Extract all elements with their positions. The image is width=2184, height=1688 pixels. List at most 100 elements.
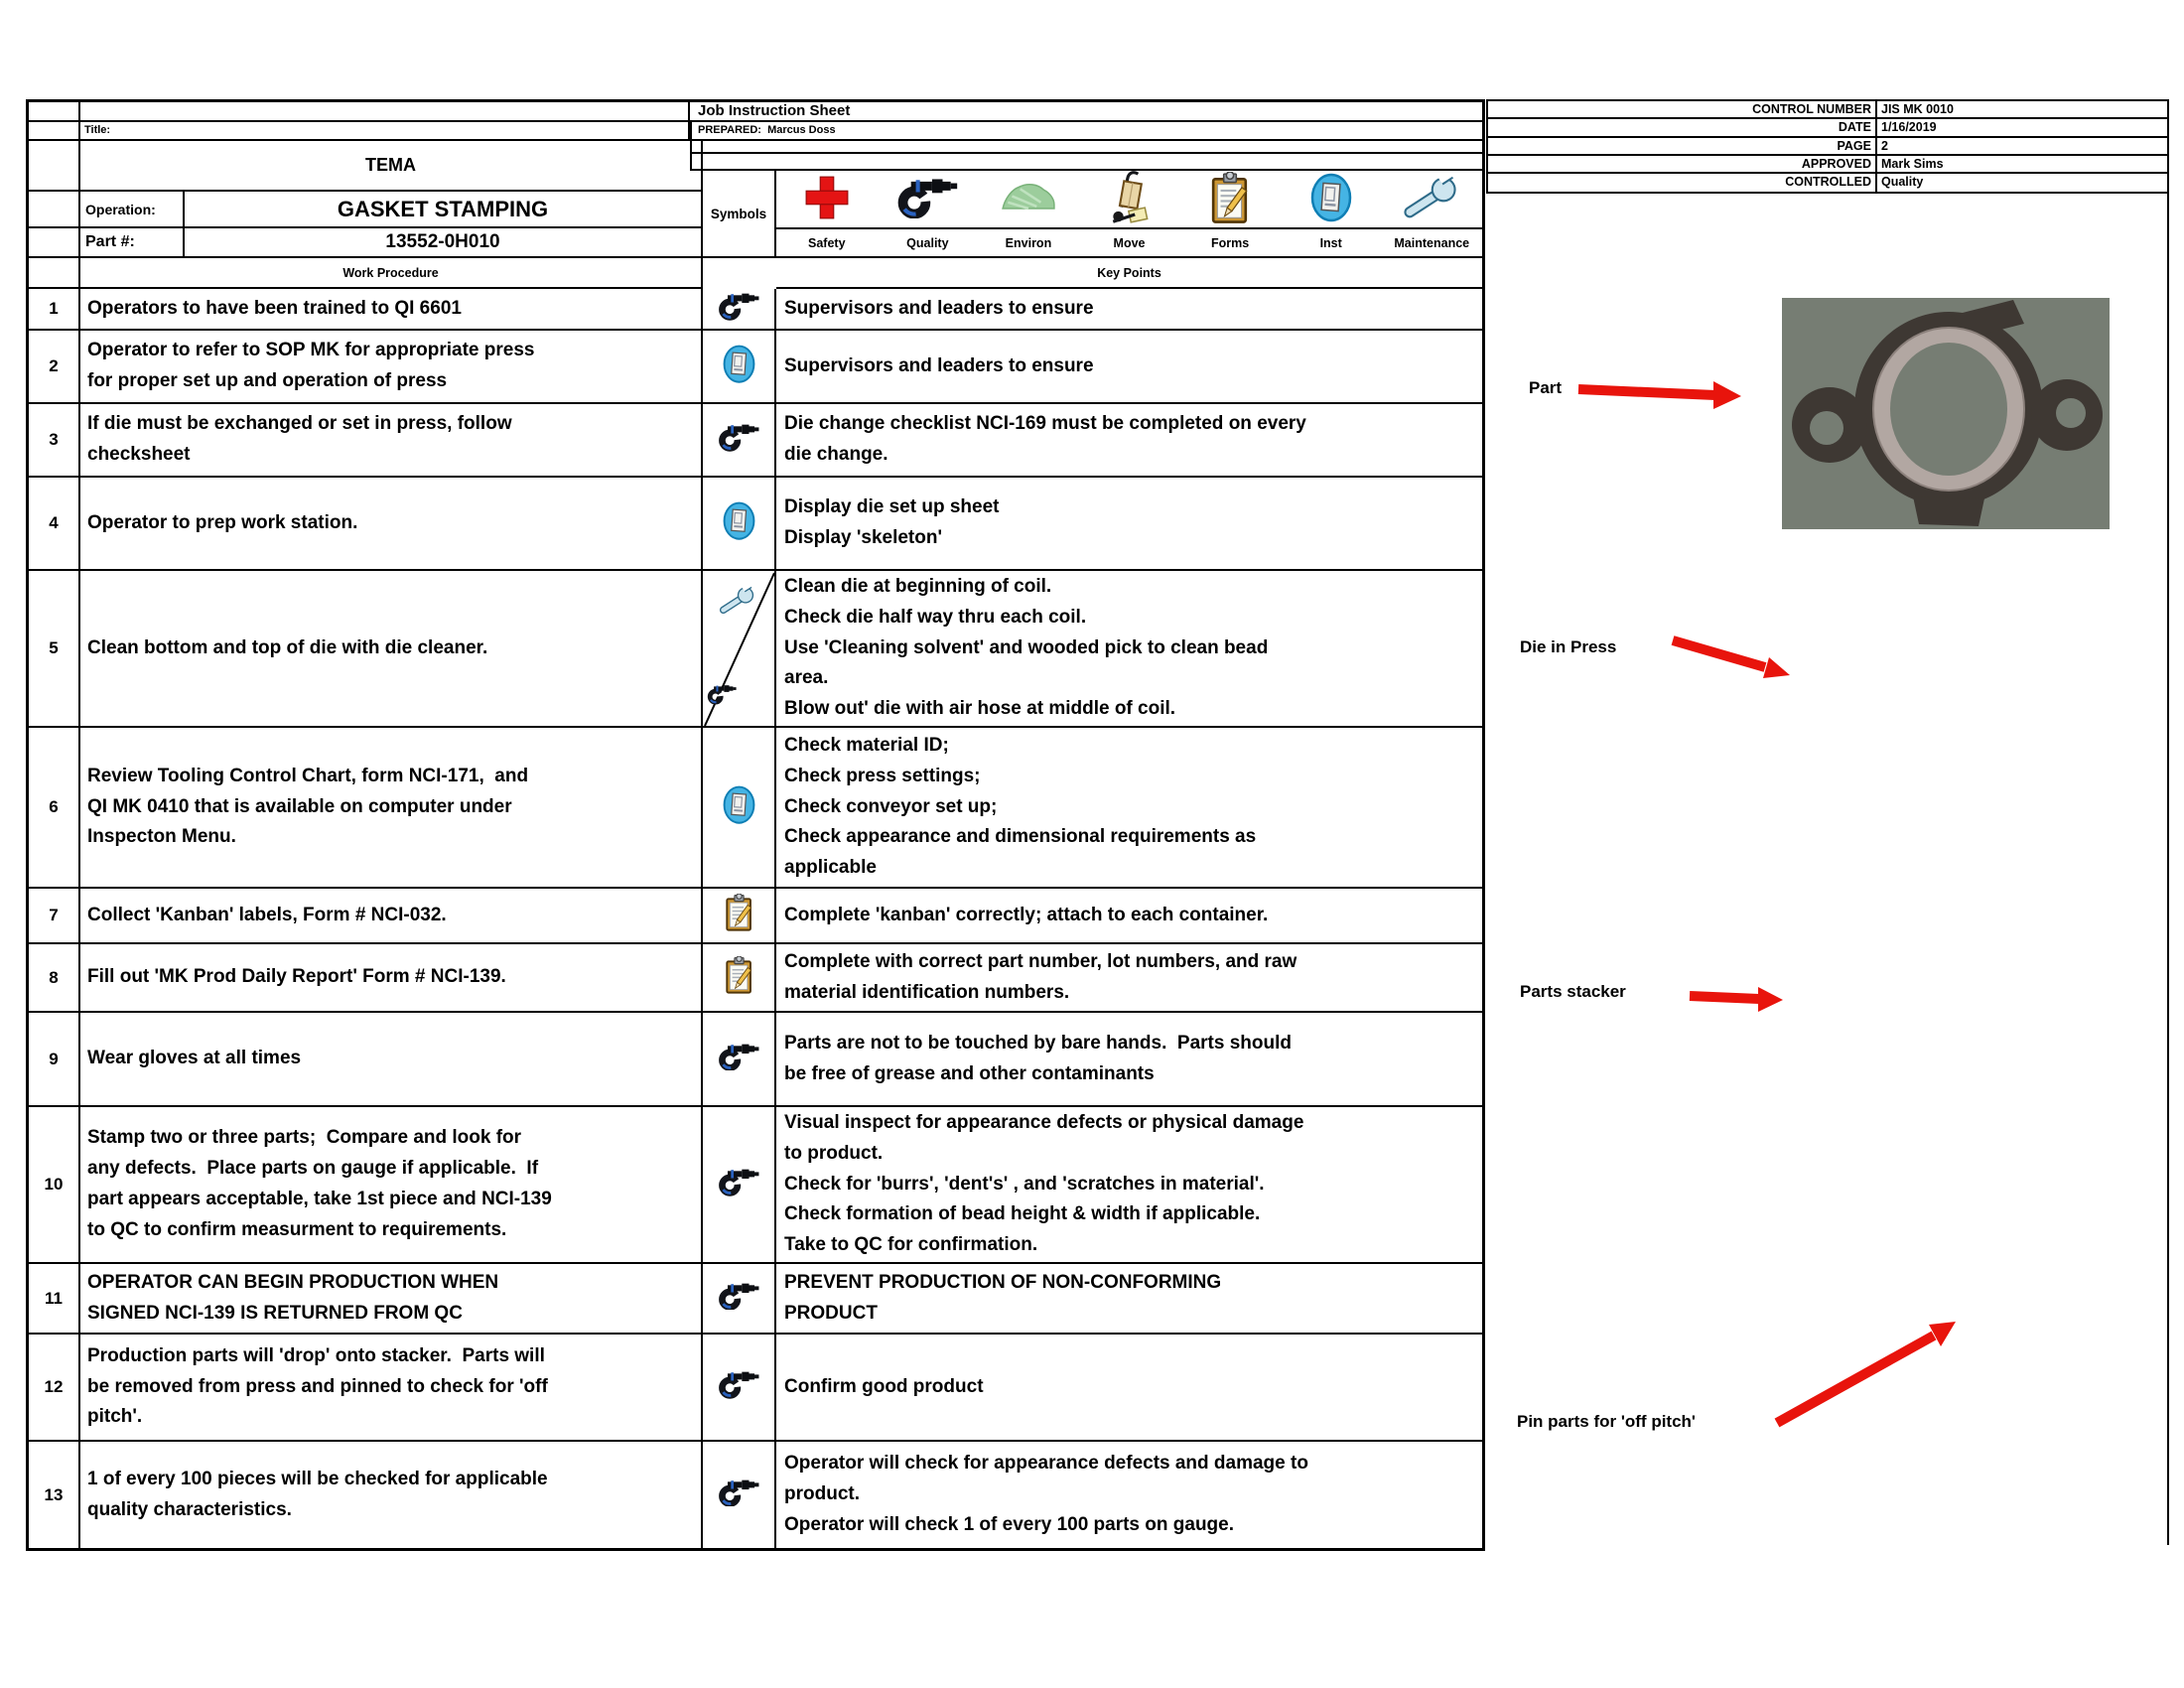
control-row: PAGE 2: [1488, 137, 2167, 156]
step-row: 13 1 of every 100 pieces will be checked…: [29, 1442, 1482, 1548]
sheet-title: Job Instruction Sheet: [690, 102, 1482, 122]
step-row: 6 Review Tooling Control Chart, form NCI…: [29, 728, 1482, 889]
step-procedure: Clean bottom and top of die with die cle…: [80, 571, 703, 726]
step-number: 11: [29, 1264, 80, 1333]
part-photo: [1782, 298, 2110, 529]
step-key-points: Check material ID; Check press settings;…: [784, 735, 1257, 879]
step-key-points: Display die set up sheet Display 'skelet…: [784, 496, 1000, 548]
sheet-right-border: [2167, 99, 2169, 1545]
title-label: Title:: [80, 122, 690, 141]
wrench-icon: [719, 578, 756, 621]
control-row-value: Mark Sims: [1881, 156, 1944, 171]
step-row: 10 Stamp two or three parts; Compare and…: [29, 1107, 1482, 1264]
step-symbol-cell: [703, 1335, 776, 1440]
step-key-points: Confirm good product: [784, 1375, 984, 1397]
instruction-document-icon: [723, 785, 755, 829]
die-in-press-arrow: [1671, 635, 1790, 678]
step-symbol-cell: [703, 728, 776, 887]
legend-label: Forms: [1211, 235, 1250, 250]
step-symbol-cell: [703, 1442, 776, 1548]
annotation-arrows: [1577, 381, 1956, 1428]
step-number: 2: [29, 331, 80, 402]
micrometer-icon: [718, 1278, 759, 1316]
step-row: 8 Fill out 'MK Prod Daily Report' Form #…: [29, 944, 1482, 1013]
wrench-icon: [1403, 171, 1460, 224]
step-procedure: Production parts will 'drop' onto stacke…: [80, 1335, 703, 1440]
step-row: 12 Production parts will 'drop' onto sta…: [29, 1335, 1482, 1442]
control-row: CONTROLLED Quality: [1488, 174, 2167, 193]
die-in-press-annotation-label: Die in Press: [1520, 637, 1617, 656]
step-row: 9 Wear gloves at all times Parts are not…: [29, 1013, 1482, 1107]
legend-slot: [1381, 171, 1482, 227]
step-number: 9: [29, 1013, 80, 1105]
step-number: 5: [29, 571, 80, 726]
step-symbol-cell: [703, 571, 776, 726]
step-row: 5 Clean bottom and top of die with die c…: [29, 571, 1482, 728]
step-key-points: Complete 'kanban' correctly; attach to e…: [784, 904, 1269, 925]
control-row-value: Quality: [1881, 175, 1924, 190]
step-procedure: Collect 'Kanban' labels, Form # NCI-032.: [80, 889, 703, 942]
step-number: 8: [29, 944, 80, 1011]
step-key-points: Complete with correct part number, lot n…: [784, 950, 1297, 1003]
step-symbol-cell: [703, 1264, 776, 1333]
control-row-label: CONTROLLED: [1488, 174, 1877, 193]
control-row-value: 2: [1881, 138, 1888, 153]
step-row: 11 OPERATOR CAN BEGIN PRODUCTION WHEN SI…: [29, 1264, 1482, 1335]
instruction-document-icon: [723, 345, 755, 388]
clipboard-pencil-icon: [725, 955, 753, 999]
control-row: DATE 1/16/2019: [1488, 119, 2167, 138]
symbols-label: Symbols: [703, 171, 776, 258]
legend-label: Inst: [1319, 235, 1342, 250]
legend-slot: [1079, 171, 1180, 227]
legend-slot: [1179, 171, 1281, 227]
pin-parts-annotation-label: Pin parts for 'off pitch': [1517, 1412, 1696, 1431]
work-procedure-header: Work Procedure: [80, 258, 703, 289]
control-row-label: CONTROL NUMBER: [1488, 101, 1877, 118]
sheet-header: Job Instruction Sheet Title: PREPARED: M…: [29, 102, 1482, 289]
control-row-label: DATE: [1488, 119, 1877, 136]
wrench-micrometer-icon: [703, 571, 774, 726]
step-procedure: Review Tooling Control Chart, form NCI-1…: [80, 728, 703, 887]
step-key-points: Clean die at beginning of coil. Check di…: [784, 576, 1269, 720]
step-key-points: Operator will check for appearance defec…: [784, 1453, 1308, 1535]
step-procedure: Fill out 'MK Prod Daily Report' Form # N…: [80, 944, 703, 1011]
step-row: 7 Collect 'Kanban' labels, Form # NCI-03…: [29, 889, 1482, 944]
pin-parts-arrow: [1774, 1322, 1956, 1428]
step-number: 3: [29, 404, 80, 476]
steps-table: 1 Operators to have been trained to QI 6…: [29, 289, 1482, 1548]
micrometer-icon: [718, 289, 759, 326]
legend-label: Maintenance: [1394, 235, 1470, 250]
step-symbol-cell: [703, 1013, 776, 1105]
legend-slot: [878, 171, 979, 227]
step-row: 4 Operator to prep work station. Display…: [29, 478, 1482, 571]
control-row-label: APPROVED: [1488, 155, 1877, 173]
step-symbol-cell: [703, 478, 776, 569]
part-number-label: Part #:: [80, 228, 185, 258]
parts-stacker-annotation-label: Parts stacker: [1520, 982, 1626, 1001]
hand-truck-icon: [1107, 171, 1153, 227]
micrometer-icon: [718, 1039, 759, 1076]
step-procedure: Operator to prep work station.: [80, 478, 703, 569]
safety-cross-icon: [804, 175, 850, 223]
step-procedure: Operator to refer to SOP MK for appropri…: [80, 331, 703, 402]
legend-slot: [978, 171, 1079, 227]
step-procedure: OPERATOR CAN BEGIN PRODUCTION WHEN SIGNE…: [80, 1264, 703, 1333]
control-row: CONTROL NUMBER JIS MK 0010: [1488, 101, 2167, 120]
clipboard-pencil-icon: [725, 893, 753, 936]
step-procedure: If die must be exchanged or set in press…: [80, 404, 703, 476]
legend-label: Move: [1113, 235, 1146, 250]
step-procedure: Operators to have been trained to QI 660…: [80, 289, 703, 329]
control-block: CONTROL NUMBER JIS MK 0010 DATE 1/16/201…: [1486, 99, 2169, 195]
step-procedure: Wear gloves at all times: [80, 1013, 703, 1105]
part-number-value: 13552-0H010: [185, 228, 703, 258]
step-number: 10: [29, 1107, 80, 1262]
step-procedure: 1 of every 100 pieces will be checked fo…: [80, 1442, 703, 1548]
micrometer-icon: [718, 419, 759, 457]
step-key-points: Supervisors and leaders to ensure: [784, 354, 1094, 376]
symbols-legend-icons: [776, 171, 1482, 229]
control-row-label: PAGE: [1488, 137, 1877, 154]
step-row: 1 Operators to have been trained to QI 6…: [29, 289, 1482, 331]
company-name: TEMA: [80, 141, 703, 192]
step-number: 7: [29, 889, 80, 942]
